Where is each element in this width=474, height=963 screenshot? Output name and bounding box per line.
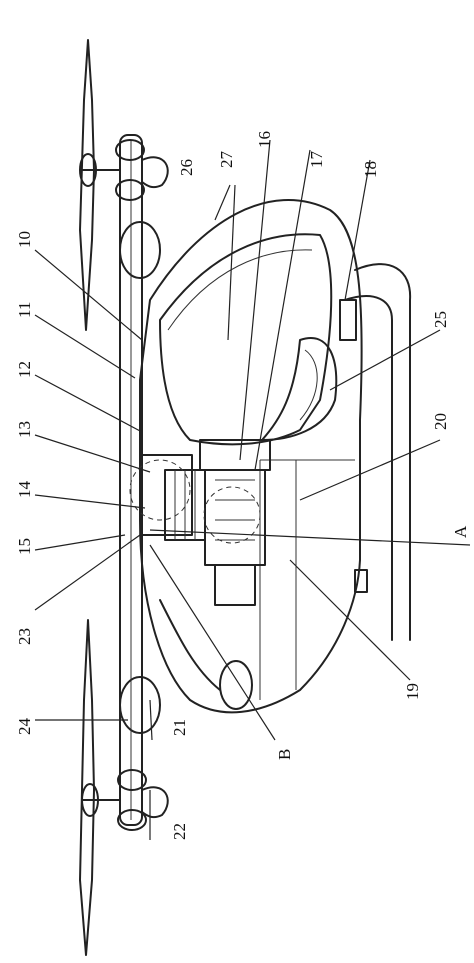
lower-propeller: [79, 619, 169, 956]
labels: 10 11 12 13 14 15 23 24 21 22 B 26 27 16…: [15, 131, 470, 840]
label-17: 17: [307, 151, 326, 169]
label-15: 15: [15, 538, 34, 555]
label-25: 25: [431, 311, 450, 328]
label-B: B: [275, 749, 294, 760]
label-14: 14: [15, 481, 34, 499]
label-23: 23: [15, 628, 34, 645]
label-18: 18: [361, 161, 380, 178]
label-11: 11: [15, 302, 34, 318]
label-19: 19: [403, 683, 422, 700]
upper-propeller: [79, 39, 169, 331]
label-20: 20: [431, 413, 450, 430]
label-26: 26: [177, 159, 196, 176]
leader-lines: [34, 139, 471, 840]
label-13: 13: [15, 421, 34, 438]
label-A: A: [451, 525, 470, 538]
label-22: 22: [170, 823, 189, 840]
label-12: 12: [15, 361, 34, 378]
label-24: 24: [15, 718, 34, 736]
label-16: 16: [255, 131, 274, 148]
label-27: 27: [217, 151, 236, 169]
fuselage: [139, 199, 412, 714]
label-21: 21: [170, 719, 189, 736]
engine-block: [129, 439, 271, 606]
label-10: 10: [15, 231, 34, 248]
